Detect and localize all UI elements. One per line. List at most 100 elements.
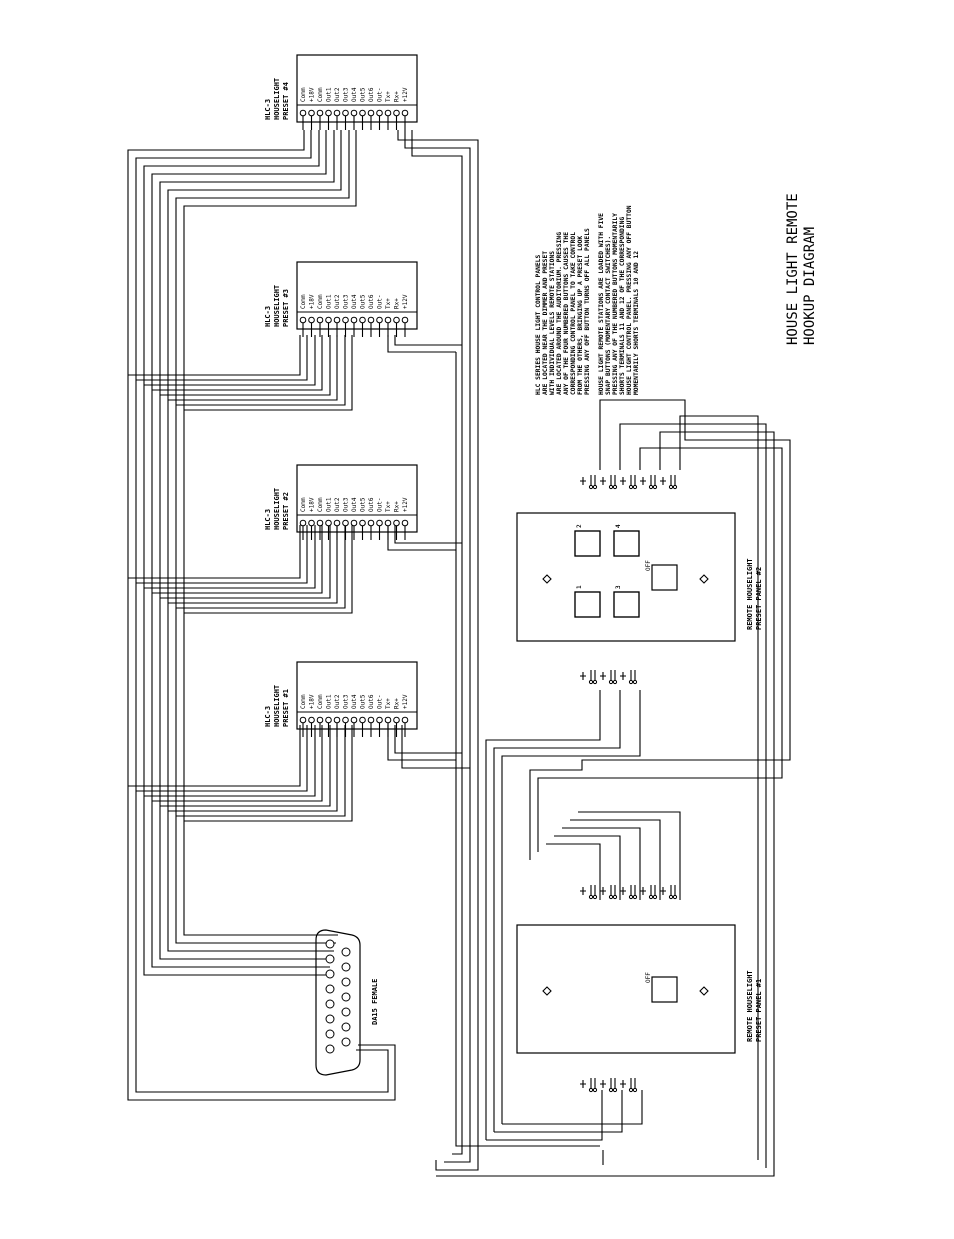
terminal-screw	[350, 519, 358, 527]
terminal-label: Out2	[334, 497, 341, 512]
terminal-screw	[393, 716, 400, 724]
panel-model: HLC-3	[264, 99, 272, 120]
panel-type: HOUSELIGHT	[273, 78, 281, 120]
panel-model: HLC-3	[264, 509, 272, 530]
terminal-label: Comm	[317, 294, 324, 309]
terminal-screw	[325, 316, 332, 324]
note-line: ARE LOCATED AROUND THE AUDITORIUM. PRESS…	[556, 232, 563, 395]
remote-button-4[interactable]: 4	[613, 524, 640, 557]
remote-off-button[interactable]: OFF	[645, 972, 678, 1003]
remote-faceplate	[516, 512, 736, 642]
terminal-label: Tx+	[385, 698, 392, 709]
terminal-label: Out-	[377, 695, 384, 709]
momentary-switch	[620, 1078, 638, 1093]
button-number: 3	[615, 585, 622, 589]
remote-label-line1: REMOTE HOUSELIGHT	[746, 970, 754, 1042]
remote-button-1[interactable]: 1	[574, 585, 601, 618]
button-number: 2	[576, 524, 583, 528]
terminal-screw	[333, 109, 341, 117]
diagram-title-line2: HOOKUP DIAGRAM	[802, 227, 818, 345]
panel-preset: PRESET #4	[282, 82, 290, 120]
momentary-switch	[600, 670, 618, 685]
terminal-label: Comm	[300, 694, 307, 709]
terminal-label: Out4	[351, 497, 358, 512]
terminal-label: Out1	[326, 87, 333, 102]
terminal-label: +12V	[402, 87, 409, 102]
button-number: 2	[576, 524, 583, 528]
terminal-screw	[367, 519, 375, 527]
terminal-label: Out3	[343, 87, 350, 102]
terminal-label: +18V	[309, 497, 316, 512]
terminal-screw	[384, 716, 392, 724]
remote-button-3[interactable]: 3	[613, 585, 640, 618]
momentary-switch	[620, 670, 638, 685]
wire-remote-bus	[436, 399, 791, 1177]
connector-pin	[341, 977, 351, 987]
terminal-screw	[308, 716, 315, 724]
terminal-label: Out5	[360, 497, 367, 512]
connector-pin	[341, 1037, 351, 1047]
terminal-screw	[316, 109, 324, 117]
terminal-label: Out5	[360, 87, 367, 102]
terminal-label: Out1	[326, 694, 333, 709]
momentary-switch	[580, 885, 598, 900]
terminal-screw	[325, 109, 332, 117]
momentary-switch	[660, 885, 678, 900]
momentary-switch	[620, 885, 638, 900]
terminal-label: Out3	[343, 497, 350, 512]
note-line: CORRESPONDING CONTROL PANEL TO TAKE CONT…	[570, 232, 577, 395]
terminal-label: Out4	[351, 294, 358, 309]
momentary-switch	[580, 1078, 598, 1093]
note-line: MOMENTARILY SHORTS TERMINALS 10 AND 12	[633, 251, 640, 395]
terminal-label: Out6	[368, 294, 375, 309]
terminal-label: Out2	[334, 87, 341, 102]
note-line: SNAP BUTTONS (MOMENTARY CONTACT SWITCHES…	[605, 236, 612, 395]
remote-button-2[interactable]: 2	[574, 524, 601, 557]
terminal-label: Out5	[360, 294, 367, 309]
momentary-switch	[580, 475, 598, 490]
terminal-screw	[393, 109, 400, 117]
button-number: 1	[576, 585, 583, 589]
terminal-screw	[299, 716, 307, 724]
remote-off-button[interactable]: OFF	[645, 560, 678, 591]
note-line: ANY OF THE FOUR NUMBERED BUTTONS CAUSES …	[563, 232, 570, 395]
wire-drops-panels	[128, 335, 353, 822]
terminal-label: Out3	[343, 694, 350, 709]
terminal-label: +12V	[402, 294, 409, 309]
terminal-screw	[316, 316, 324, 324]
remote-label-line1: REMOTE HOUSELIGHT	[746, 558, 754, 630]
terminal-label: Out6	[368, 497, 375, 512]
terminal-screw	[359, 109, 366, 117]
terminal-screw	[393, 316, 400, 324]
off-label: OFF	[645, 972, 652, 983]
connector-pin	[341, 947, 351, 957]
momentary-switch	[580, 670, 598, 685]
terminal-screw	[316, 519, 324, 527]
connector-pin	[325, 1014, 335, 1024]
terminal-label: +12V	[402, 497, 409, 512]
terminal-screw	[367, 716, 375, 724]
terminal-screw	[401, 109, 409, 117]
terminal-label: +18V	[309, 694, 316, 709]
terminal-label: Comm	[300, 497, 307, 512]
terminal-label: Rx+	[394, 298, 401, 309]
off-label: OFF	[645, 560, 652, 571]
panel-type: HOUSELIGHT	[273, 488, 281, 530]
note-line: ARE LOCATED NEAR THE DIMMER AND PRESET	[542, 251, 549, 395]
terminal-screw	[333, 716, 341, 724]
connector-pin	[325, 939, 335, 949]
connector-pin	[325, 1044, 335, 1054]
connector-label: DA15 FEMALE	[371, 979, 379, 1025]
terminal-screw	[401, 316, 409, 324]
da15-connector: DA15 FEMALE	[315, 929, 379, 1076]
button-number: 4	[615, 524, 622, 528]
terminal-label: Comm	[317, 497, 324, 512]
terminal-label: Out6	[368, 694, 375, 709]
terminal-screw	[342, 716, 349, 724]
momentary-switch	[600, 475, 618, 490]
mount-screw	[699, 986, 709, 996]
terminal-screw	[350, 316, 358, 324]
